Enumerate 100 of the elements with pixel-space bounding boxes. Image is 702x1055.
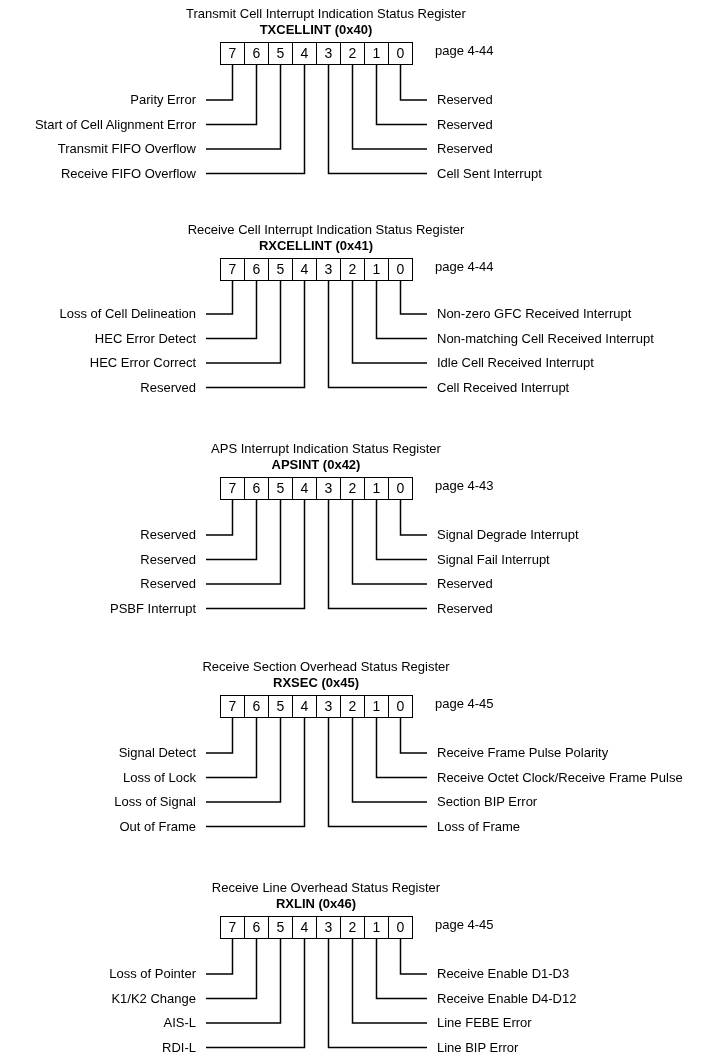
field-name: Idle Cell Received Interrupt	[427, 355, 594, 371]
leader-line	[351, 280, 428, 364]
leader-line	[205, 64, 234, 101]
field-name: Loss of Lock	[123, 769, 206, 786]
bit-number: 4	[292, 916, 317, 939]
bit-number: 5	[268, 477, 293, 500]
page-reference: page 4-45	[435, 696, 494, 712]
leader-line	[399, 64, 428, 101]
bit-number: 0	[388, 42, 413, 65]
leader-line	[327, 64, 428, 175]
bit-number: 5	[268, 916, 293, 939]
leader-line	[205, 717, 282, 803]
leader-line	[351, 64, 428, 150]
field-name: Loss of Cell Delineation	[59, 306, 206, 322]
leader-line	[205, 64, 306, 175]
field-name: Signal Degrade Interrupt	[427, 527, 579, 543]
bit-number: 0	[388, 258, 413, 281]
bit-number: 5	[268, 258, 293, 281]
field-name: Receive Frame Pulse Polarity	[427, 745, 609, 761]
field-name: Line BIP Error	[427, 1039, 519, 1055]
field-name: Transmit FIFO Overflow	[57, 141, 206, 157]
bit-number: 7	[220, 916, 245, 939]
bit-number: 2	[340, 695, 365, 718]
leader-line	[205, 280, 306, 389]
register-title: Transmit Cell Interrupt Indication Status Register	[185, 6, 467, 22]
leader-line	[205, 938, 282, 1024]
leader-line	[375, 938, 428, 1000]
field-name: Reserved	[427, 141, 493, 157]
leader-line	[205, 499, 306, 610]
bit-number: 3	[316, 258, 341, 281]
register-title: Receive Section Overhead Status Register	[201, 659, 451, 675]
bit-number: 2	[340, 477, 365, 500]
bit-number: 6	[244, 695, 269, 718]
leader-line	[205, 717, 306, 828]
register-title: Receive Line Overhead Status Register	[210, 880, 442, 896]
leader-line	[375, 280, 428, 340]
bit-number: 4	[292, 42, 317, 65]
field-name: Signal Detect	[118, 745, 206, 761]
field-name: Reserved	[427, 576, 493, 592]
bit-number: 5	[268, 42, 293, 65]
bit-number: 1	[364, 258, 389, 281]
bit-number: 7	[220, 695, 245, 718]
bit-number: 2	[340, 916, 365, 939]
leader-line	[205, 938, 258, 1000]
field-name: Receive Octet Clock/Receive Frame Pulse	[427, 769, 683, 786]
field-name: Loss of Signal	[114, 794, 206, 810]
field-name: HEC Error Detect	[94, 330, 206, 347]
leader-line	[205, 280, 282, 364]
field-name: Receive Enable D1-D3	[427, 966, 570, 982]
field-name: PSBF Interrupt	[110, 600, 206, 617]
bit-number: 3	[316, 42, 341, 65]
field-name: Out of Frame	[119, 818, 206, 835]
field-name: Section BIP Error	[427, 794, 538, 810]
page-reference: page 4-43	[435, 478, 494, 494]
bit-number: 3	[316, 695, 341, 718]
field-name: Non-zero GFC Received Interrupt	[427, 306, 632, 322]
bit-number: 3	[316, 916, 341, 939]
leader-line	[205, 64, 282, 150]
register-name: RXLIN (0x46)	[274, 896, 358, 912]
leader-line	[327, 717, 428, 828]
leader-line	[375, 499, 428, 561]
field-name: Reserved	[140, 551, 206, 568]
leader-line	[327, 280, 428, 389]
register-name: APSINT (0x42)	[270, 457, 362, 473]
leader-line	[205, 717, 258, 779]
field-name: Loss of Frame	[427, 818, 521, 835]
leader-line	[205, 64, 258, 126]
leader-line	[205, 280, 258, 340]
field-name: HEC Error Correct	[89, 355, 206, 371]
field-name: Cell Sent Interrupt	[427, 165, 542, 182]
field-name: Signal Fail Interrupt	[427, 551, 550, 568]
leader-line	[327, 938, 428, 1049]
leader-line	[351, 717, 428, 803]
leader-line	[399, 938, 428, 975]
field-name: RDI-L	[162, 1039, 206, 1055]
bit-number: 5	[268, 695, 293, 718]
leader-line	[205, 717, 234, 754]
bit-number: 1	[364, 695, 389, 718]
field-name: AIS-L	[163, 1015, 206, 1031]
field-name: Receive Enable D4-D12	[427, 990, 577, 1007]
bit-number: 4	[292, 477, 317, 500]
leader-line	[205, 938, 306, 1049]
bit-number: 1	[364, 477, 389, 500]
field-name: Reserved	[140, 379, 206, 396]
leader-line	[399, 717, 428, 754]
bit-number: 1	[364, 42, 389, 65]
bit-number: 6	[244, 42, 269, 65]
bit-number: 7	[220, 42, 245, 65]
leader-line	[351, 938, 428, 1024]
leader-line	[205, 499, 234, 536]
leader-line	[375, 717, 428, 779]
leader-line	[205, 499, 258, 561]
bit-number: 0	[388, 477, 413, 500]
leader-line	[205, 938, 234, 975]
bit-number: 4	[292, 258, 317, 281]
bit-number: 0	[388, 916, 413, 939]
leader-line	[327, 499, 428, 610]
field-name: Reserved	[427, 92, 493, 108]
bit-number: 6	[244, 916, 269, 939]
leader-line	[375, 64, 428, 126]
